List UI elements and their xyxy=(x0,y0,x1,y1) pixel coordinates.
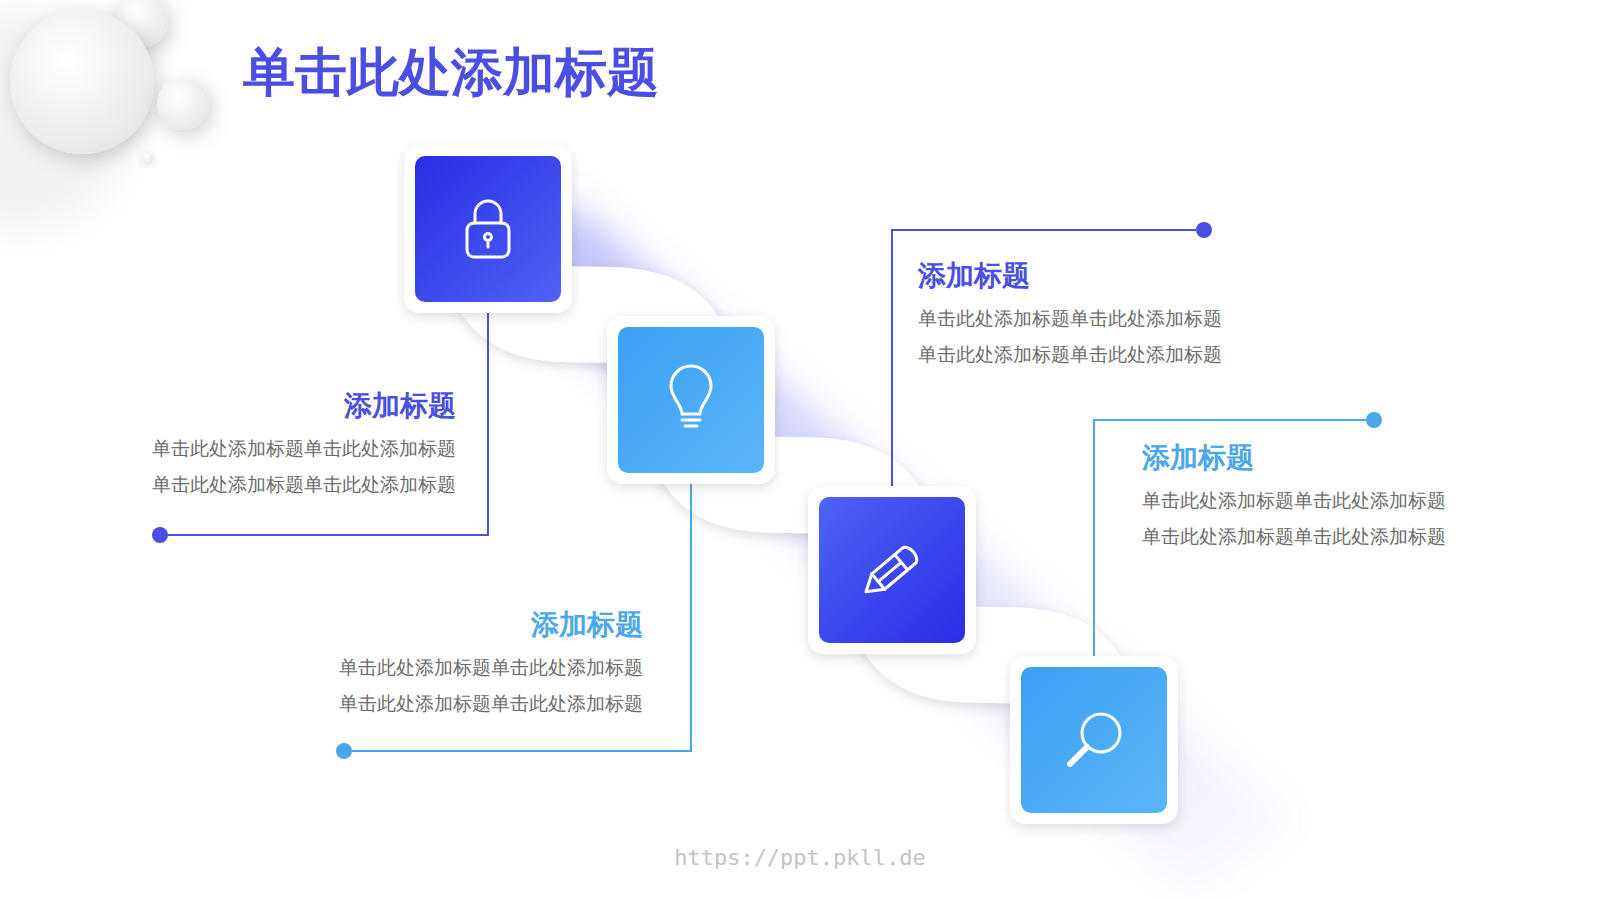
magnifier-icon xyxy=(1070,714,1120,764)
callout-body: 单击此处添加标题单击此处添加标题 单击此处添加标题单击此处添加标题 xyxy=(918,300,1230,372)
icon-square xyxy=(1010,656,1178,824)
text-callout: 添加标题单击此处添加标题单击此处添加标题 单击此处添加标题单击此处添加标题 xyxy=(144,388,456,502)
callout-heading: 添加标题 xyxy=(918,258,1230,294)
shadow-band xyxy=(480,205,1290,890)
callout-heading: 添加标题 xyxy=(331,607,643,643)
page-title: 单击此处添加标题 xyxy=(243,44,659,101)
callout-body: 单击此处添加标题单击此处添加标题 单击此处添加标题单击此处添加标题 xyxy=(144,430,456,502)
text-callout: 添加标题单击此处添加标题单击此处添加标题 单击此处添加标题单击此处添加标题 xyxy=(1142,440,1454,554)
pencil-icon xyxy=(860,544,920,599)
watermark: https://ppt.pkll.de xyxy=(674,845,926,870)
decor-circles xyxy=(0,0,209,230)
text-callout: 添加标题单击此处添加标题单击此处添加标题 单击此处添加标题单击此处添加标题 xyxy=(331,607,643,721)
callout-heading: 添加标题 xyxy=(144,388,456,424)
callout-body: 单击此处添加标题单击此处添加标题 单击此处添加标题单击此处添加标题 xyxy=(1142,482,1454,554)
lock-icon xyxy=(467,201,509,257)
bulb-icon xyxy=(671,366,711,426)
callout-body: 单击此处添加标题单击此处添加标题 单击此处添加标题单击此处添加标题 xyxy=(331,649,643,721)
text-callout: 添加标题单击此处添加标题单击此处添加标题 单击此处添加标题单击此处添加标题 xyxy=(918,258,1230,372)
icon-square xyxy=(808,486,976,654)
icon-square xyxy=(404,145,572,313)
icon-square xyxy=(607,316,775,484)
callout-heading: 添加标题 xyxy=(1142,440,1454,476)
